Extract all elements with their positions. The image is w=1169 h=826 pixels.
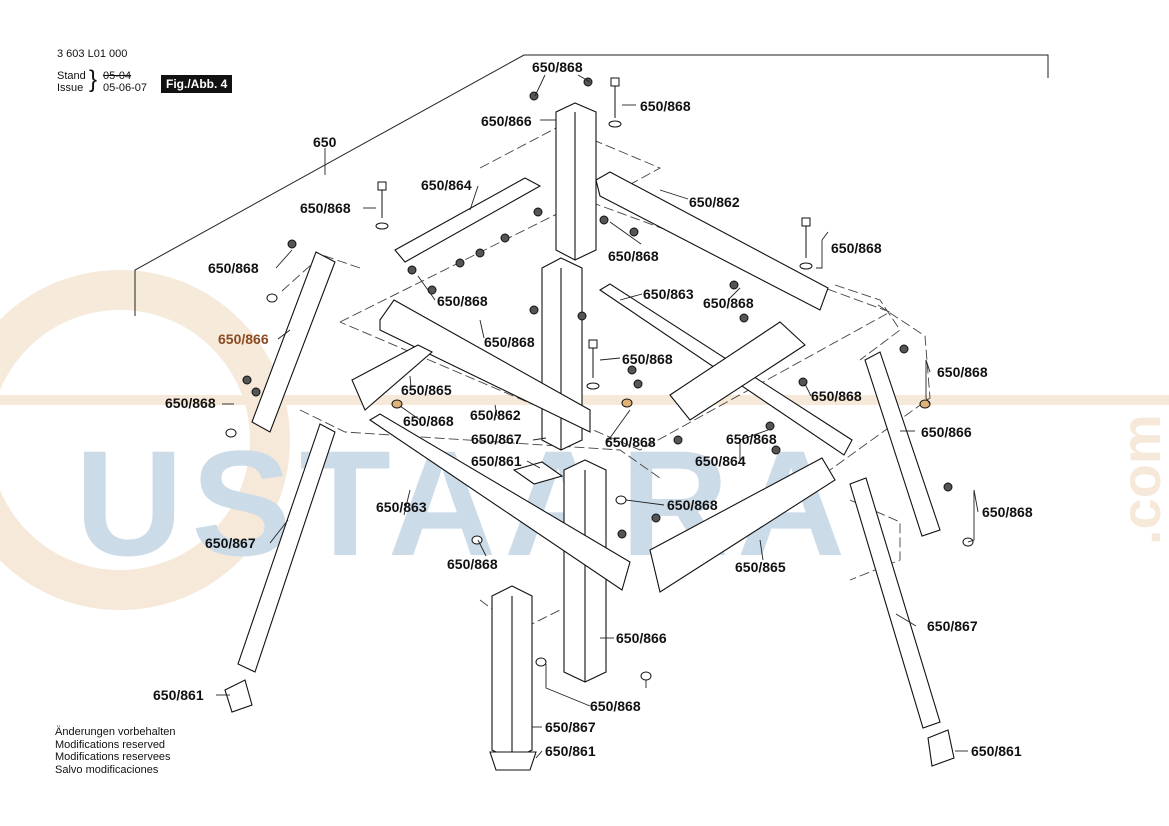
part-label: 650/868	[165, 395, 216, 411]
part-label: 650/865	[401, 382, 452, 398]
part-label: 650/868	[590, 698, 641, 714]
rail-863-front	[368, 413, 631, 591]
part-label: 650/868	[437, 293, 488, 309]
part-label: 650/863	[643, 286, 694, 302]
part-label: 650/868	[403, 413, 454, 429]
leg-feet	[224, 461, 955, 771]
footer-line: Änderungen vorbehalten	[55, 726, 176, 738]
doc-number: 3 603 L01 000	[57, 48, 128, 60]
nut-icon	[242, 77, 953, 539]
bolt-icon	[799, 217, 813, 270]
footer-line: Modifications reserved	[55, 738, 166, 751]
part-label: 650/865	[735, 559, 786, 575]
watermark-suffix: .com	[1109, 414, 1169, 545]
figure-badge: Fig./Abb. 4	[161, 75, 233, 93]
rail-864-front	[669, 321, 806, 421]
part-label: 650/868	[982, 504, 1033, 520]
part-label: 650/868	[640, 98, 691, 114]
part-label: 650/861	[471, 453, 522, 469]
bolt-icon	[375, 181, 389, 230]
watermark-ring-shape	[0, 270, 290, 610]
footer-line: Salvo modificaciones	[55, 763, 159, 776]
rail-865-left	[351, 344, 433, 411]
part-label: 650/868	[300, 200, 351, 216]
part-label: 650/868	[484, 334, 535, 350]
highlight-cap-icon	[391, 398, 931, 409]
part-label: 650/864	[421, 177, 472, 193]
part-label: 650/861	[153, 687, 204, 703]
part-label: 650/868	[811, 388, 862, 404]
footer-notes: Änderungen vorbehalten Modifications res…	[55, 726, 175, 776]
left-leg	[237, 251, 336, 673]
leader-lines	[216, 74, 979, 759]
assembly-bracket	[134, 54, 1049, 316]
stand-label: Stand	[57, 70, 86, 82]
watermark-text: USTAARA	[75, 419, 853, 587]
rail-864-rear	[394, 177, 542, 263]
right-leg	[849, 351, 941, 729]
part-label: 650/861	[545, 743, 596, 759]
part-label: 650/868	[532, 59, 583, 75]
part-label: 650/861	[971, 743, 1022, 759]
part-label: 650/868	[726, 431, 777, 447]
part-label: 650/866	[616, 630, 667, 646]
issue-date: 05-06-07	[103, 82, 148, 94]
part-label: 650/868	[447, 556, 498, 572]
part-label: 650/867	[205, 535, 256, 551]
bolt-icon	[608, 77, 622, 128]
rear-post	[555, 102, 597, 261]
part-label: 650/862	[689, 194, 740, 210]
part-label: 650/868	[608, 248, 659, 264]
rail-862-rear	[595, 171, 829, 311]
part-label: 650/868	[622, 351, 673, 367]
frame-rails	[351, 171, 853, 593]
assembly-label: 650	[313, 134, 337, 150]
part-label: 650/868	[937, 364, 988, 380]
part-label: 650/863	[376, 499, 427, 515]
part-label: 650/868	[605, 434, 656, 450]
part-label: 650/867	[471, 431, 522, 447]
part-label: 650/867	[545, 719, 596, 735]
watermark: USTAARA .com	[0, 270, 1169, 610]
part-label: 650/866	[481, 113, 532, 129]
part-label: 650/868	[703, 295, 754, 311]
rail-862-front	[379, 299, 591, 433]
brace-icon: }	[89, 66, 98, 93]
hardware	[225, 77, 974, 681]
part-label: 650/868	[667, 497, 718, 513]
bolt-icon	[586, 339, 600, 390]
footer-line: Modifications reservees	[55, 751, 171, 763]
part-label: 650/867	[927, 618, 978, 634]
stand-date: 05-04	[103, 70, 132, 82]
part-label: 650/868	[831, 240, 882, 256]
rail-865-right	[649, 457, 836, 593]
front-post	[563, 459, 607, 683]
part-label: 650/866	[921, 424, 972, 440]
part-label: 650/862	[470, 407, 521, 423]
part-label: 650/868	[208, 260, 259, 276]
issue-label: Issue	[57, 82, 84, 94]
part-label-highlighted: 650/866	[218, 331, 269, 347]
front-leg-extension	[491, 585, 533, 761]
part-label: 650/864	[695, 453, 746, 469]
